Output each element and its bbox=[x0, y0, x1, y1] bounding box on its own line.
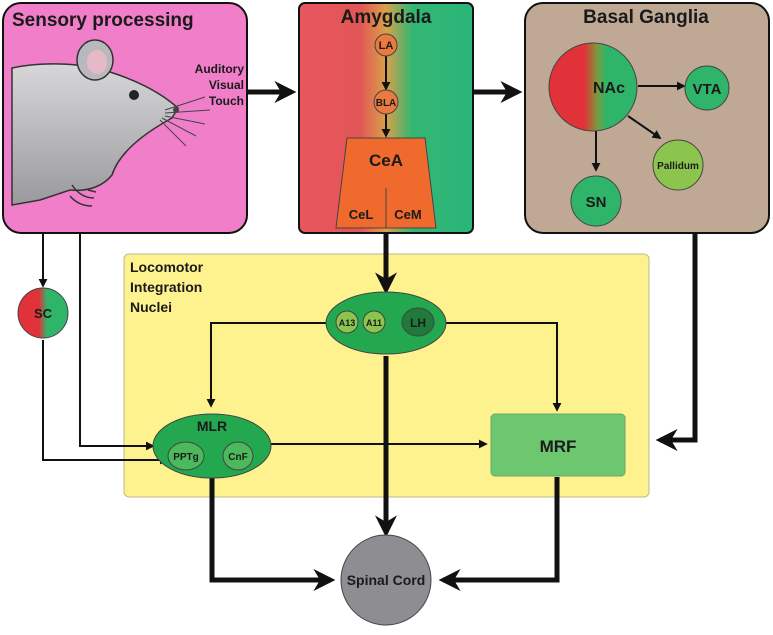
pallidum-label: Pallidum bbox=[657, 161, 699, 172]
nac-to-pallidum-arrow bbox=[627, 115, 662, 140]
mlr-to-spinal-arrow bbox=[209, 478, 336, 591]
sc-label: SC bbox=[34, 306, 53, 321]
cnf-label: CnF bbox=[228, 452, 247, 463]
vta-node: VTA bbox=[684, 65, 730, 111]
input-visual: Visual bbox=[209, 78, 244, 92]
pptg-node: PPTg bbox=[167, 441, 205, 471]
nac-node: NAc bbox=[548, 42, 638, 132]
sc-node: SC bbox=[17, 287, 69, 339]
sensory-title: Sensory processing bbox=[12, 10, 194, 31]
spinal-cord-label: Spinal Cord bbox=[347, 572, 426, 588]
mrf-node: MRF bbox=[490, 413, 626, 477]
locomotor-title-line-3: Nuclei bbox=[130, 299, 172, 315]
bla-node: BLA bbox=[373, 89, 399, 115]
hub-to-mlr-arrow bbox=[206, 322, 327, 408]
mrf-to-spinal-arrow bbox=[438, 477, 560, 591]
pptg-label: PPTg bbox=[173, 452, 199, 463]
input-touch: Touch bbox=[209, 94, 244, 108]
nac-label: NAc bbox=[593, 80, 625, 97]
basal-ganglia-title: Basal Ganglia bbox=[583, 7, 709, 28]
a13-node: A13 bbox=[335, 310, 359, 334]
mlr-node: MLR PPTg CnF bbox=[152, 413, 272, 479]
a11-node: A11 bbox=[362, 310, 386, 334]
amygdala-title: Amygdala bbox=[341, 7, 432, 28]
sn-node: SN bbox=[570, 175, 622, 227]
hub-to-mrf-arrow bbox=[446, 322, 562, 412]
a11-label: A11 bbox=[366, 318, 382, 328]
cea-node: CeA CeL CeM bbox=[335, 137, 437, 229]
cem-label: CeM bbox=[394, 207, 421, 222]
lh-node: LH bbox=[401, 307, 435, 337]
amygdala-panel: Amygdala LA BLA CeA CeL CeM bbox=[298, 2, 474, 234]
sc-to-mlr-arrow bbox=[42, 340, 169, 465]
mouse-illustration bbox=[11, 39, 211, 207]
basal-to-mrf-arrow bbox=[655, 234, 698, 451]
locomotor-title-line-2: Integration bbox=[130, 279, 202, 295]
input-auditory: Auditory bbox=[195, 62, 245, 76]
a13-label: A13 bbox=[339, 318, 356, 328]
mlr-label: MLR bbox=[197, 418, 227, 434]
pallidum-node: Pallidum bbox=[652, 139, 704, 191]
cnf-node: CnF bbox=[222, 441, 254, 471]
spinal-cord-node: Spinal Cord bbox=[340, 534, 432, 626]
cea-label: CeA bbox=[369, 151, 403, 170]
sensory-to-mlr-arrow bbox=[79, 234, 155, 451]
connections bbox=[38, 81, 698, 591]
sn-label: SN bbox=[586, 194, 607, 211]
la-label: LA bbox=[379, 40, 394, 52]
cel-label: CeL bbox=[349, 207, 374, 222]
locomotor-title-line-1: Locomotor bbox=[130, 259, 204, 275]
mrf-label: MRF bbox=[540, 437, 577, 456]
bla-label: BLA bbox=[376, 98, 397, 109]
sensory-panel: Sensory processing Auditory Visual Touch bbox=[2, 2, 248, 234]
la-node: LA bbox=[374, 33, 398, 57]
lh-label: LH bbox=[410, 316, 426, 330]
vta-label: VTA bbox=[693, 81, 722, 98]
basal-ganglia-panel: Basal Ganglia NAc VTA Pallidum SN bbox=[524, 2, 770, 234]
hypothalamic-hub-node: A13 A11 LH bbox=[325, 291, 447, 355]
